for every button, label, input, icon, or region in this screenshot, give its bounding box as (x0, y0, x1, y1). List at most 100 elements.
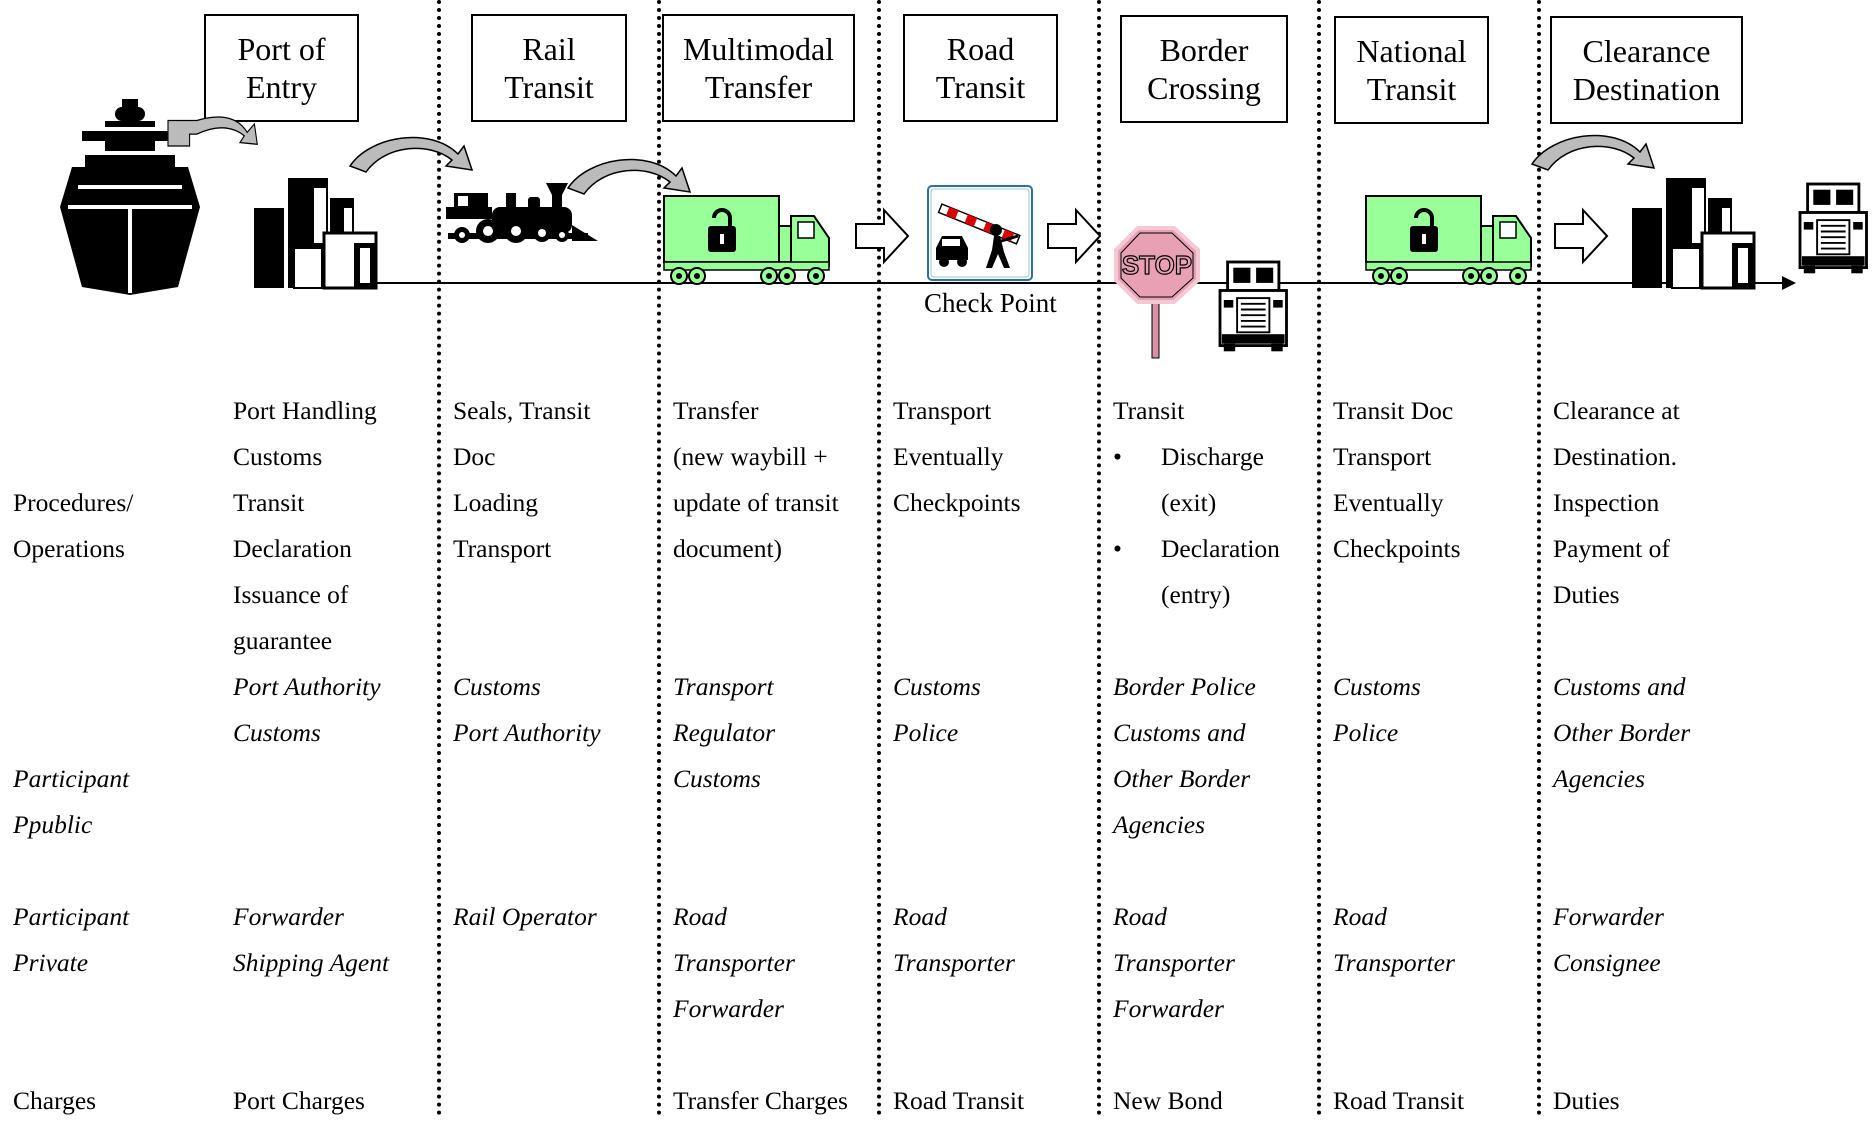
procedures-cell: Clearance at Destination. Inspection Pay… (1553, 388, 1680, 618)
private-participants-cell: Road Transporter Forwarder (1113, 894, 1235, 1032)
cell-line: Transit Doc (1333, 396, 1454, 425)
stage-title-line: Border (1159, 32, 1249, 68)
curved-arrow-icon (349, 136, 473, 173)
cell-line: Duties (1553, 580, 1620, 609)
cell-line: Port Handling (233, 396, 377, 425)
cell-line: (new waybill + (673, 442, 828, 471)
row-label-line: Charges (13, 1086, 97, 1115)
cell-line: Other Border (1553, 718, 1691, 747)
row-label-line: Private (13, 948, 89, 977)
cell-line: Transit (1113, 396, 1185, 425)
row-label-line: Participant (13, 902, 130, 931)
cell-line: Consignee (1553, 948, 1661, 977)
stage-title-line: Crossing (1147, 70, 1261, 106)
cell-line: Agencies (1113, 810, 1206, 839)
checkpoint-caption: Check Point (924, 288, 1057, 318)
cell-line: Inspection (1553, 488, 1660, 517)
stage-title-line: Transit (1366, 71, 1457, 107)
block-arrow-icon (1047, 209, 1101, 263)
cell-line: Doc (453, 442, 496, 471)
curved-arrow-icon (567, 158, 691, 195)
cell-line: Transport (673, 672, 774, 701)
cell-line: Forwarder (1553, 902, 1664, 931)
charges-cell: Duties (1553, 1086, 1620, 1115)
public-participants-cell: Customs Police (1333, 664, 1421, 756)
stage-title-line: Clearance (1582, 33, 1711, 69)
cell-line: Transport (893, 396, 992, 425)
cell-line: Transport (453, 534, 552, 563)
row-label-line: Operations (13, 534, 125, 563)
sealed-truck-icon (662, 194, 831, 286)
procedures-cell: Transport Eventually Checkpoints (893, 388, 1021, 526)
row-label-public: Participant Ppublic (13, 756, 129, 848)
cell-line: Destination. (1553, 442, 1677, 471)
curved-arrow-icon (1531, 134, 1655, 171)
cell-line: Clearance at (1553, 396, 1680, 425)
cell-line: Customs (1333, 672, 1421, 701)
cell-line: Port Authority (233, 672, 381, 701)
cell-line: Agencies (1553, 764, 1646, 793)
cell-line: Road (1113, 902, 1167, 931)
cell-line: Payment of (1553, 534, 1670, 563)
cell-line: Regulator (673, 718, 775, 747)
private-participants-cell: Rail Operator (453, 894, 597, 940)
private-participants-cell: Road Transporter (893, 894, 1015, 986)
public-participants-cell: Port Authority Customs (233, 664, 381, 756)
stop-sign-icon: STOP (1114, 226, 1200, 359)
port-buildings-icon (252, 176, 378, 290)
stage-title-line: Rail (522, 31, 576, 67)
cell-line: Customs and (1113, 718, 1246, 747)
block-arrow-icon (855, 209, 909, 263)
cell-line: Shipping Agent (233, 948, 390, 977)
stage-title-line: Multimodal (682, 31, 835, 67)
column-divider (1097, 0, 1101, 1116)
cell-line: Seals, Transit (453, 396, 591, 425)
charges-cell: Port Charges (233, 1086, 365, 1115)
charges-cell: New Bond (1113, 1086, 1223, 1115)
cell-line: Police (1333, 718, 1399, 747)
stage-title-line: Transit (504, 69, 594, 105)
cell-line: Customs (673, 764, 761, 793)
bullet-item: Discharge (1113, 434, 1280, 480)
destination-buildings-icon (1630, 176, 1756, 290)
procedures-cell: Port Handling Customs Transit Declaratio… (233, 388, 377, 664)
column-divider (1317, 0, 1321, 1116)
column-divider (1537, 0, 1541, 1116)
cell-line: Other Border (1113, 764, 1251, 793)
ship-icon (60, 99, 200, 295)
cell-line: Loading (453, 488, 538, 517)
cell-line: Rail Operator (453, 902, 597, 931)
row-label-line: Procedures/ (13, 488, 134, 517)
column-divider (657, 0, 661, 1116)
route-arrowhead (1782, 276, 1796, 290)
row-label-procedures: Procedures/ Operations (13, 480, 133, 572)
cell-line: Transporter (1113, 948, 1235, 977)
public-participants-cell: Customs Port Authority (453, 664, 601, 756)
cell-line: Eventually (893, 442, 1004, 471)
private-participants-cell: Road Transporter Forwarder (673, 894, 795, 1032)
charges-cell: Road Transit (893, 1086, 1025, 1115)
cell-line: Forwarder (673, 994, 784, 1023)
cell-line: Checkpoints (893, 488, 1021, 517)
block-arrow-icon (1554, 209, 1608, 263)
cell-line: Road (1333, 902, 1387, 931)
cell-line: Eventually (1333, 488, 1444, 517)
truck-front-icon (1218, 260, 1288, 353)
checkpoint-icon (927, 185, 1033, 281)
stage-title-line: Transfer (704, 69, 813, 105)
stop-sign-text: STOP (1122, 250, 1192, 280)
cell-line: (exit) (1161, 488, 1217, 517)
charges-cell: Road Transit (1333, 1086, 1465, 1115)
public-participants-cell: Customs and Other Border Agencies (1553, 664, 1690, 802)
cell-line: Road (893, 902, 947, 931)
cell-line: Transport (1333, 442, 1432, 471)
cell-line: Transit (233, 488, 305, 517)
cell-line: Forwarder (233, 902, 344, 931)
procedures-cell: Seals, Transit Doc Loading Transport (453, 388, 590, 572)
sealed-truck-icon (1364, 194, 1533, 286)
